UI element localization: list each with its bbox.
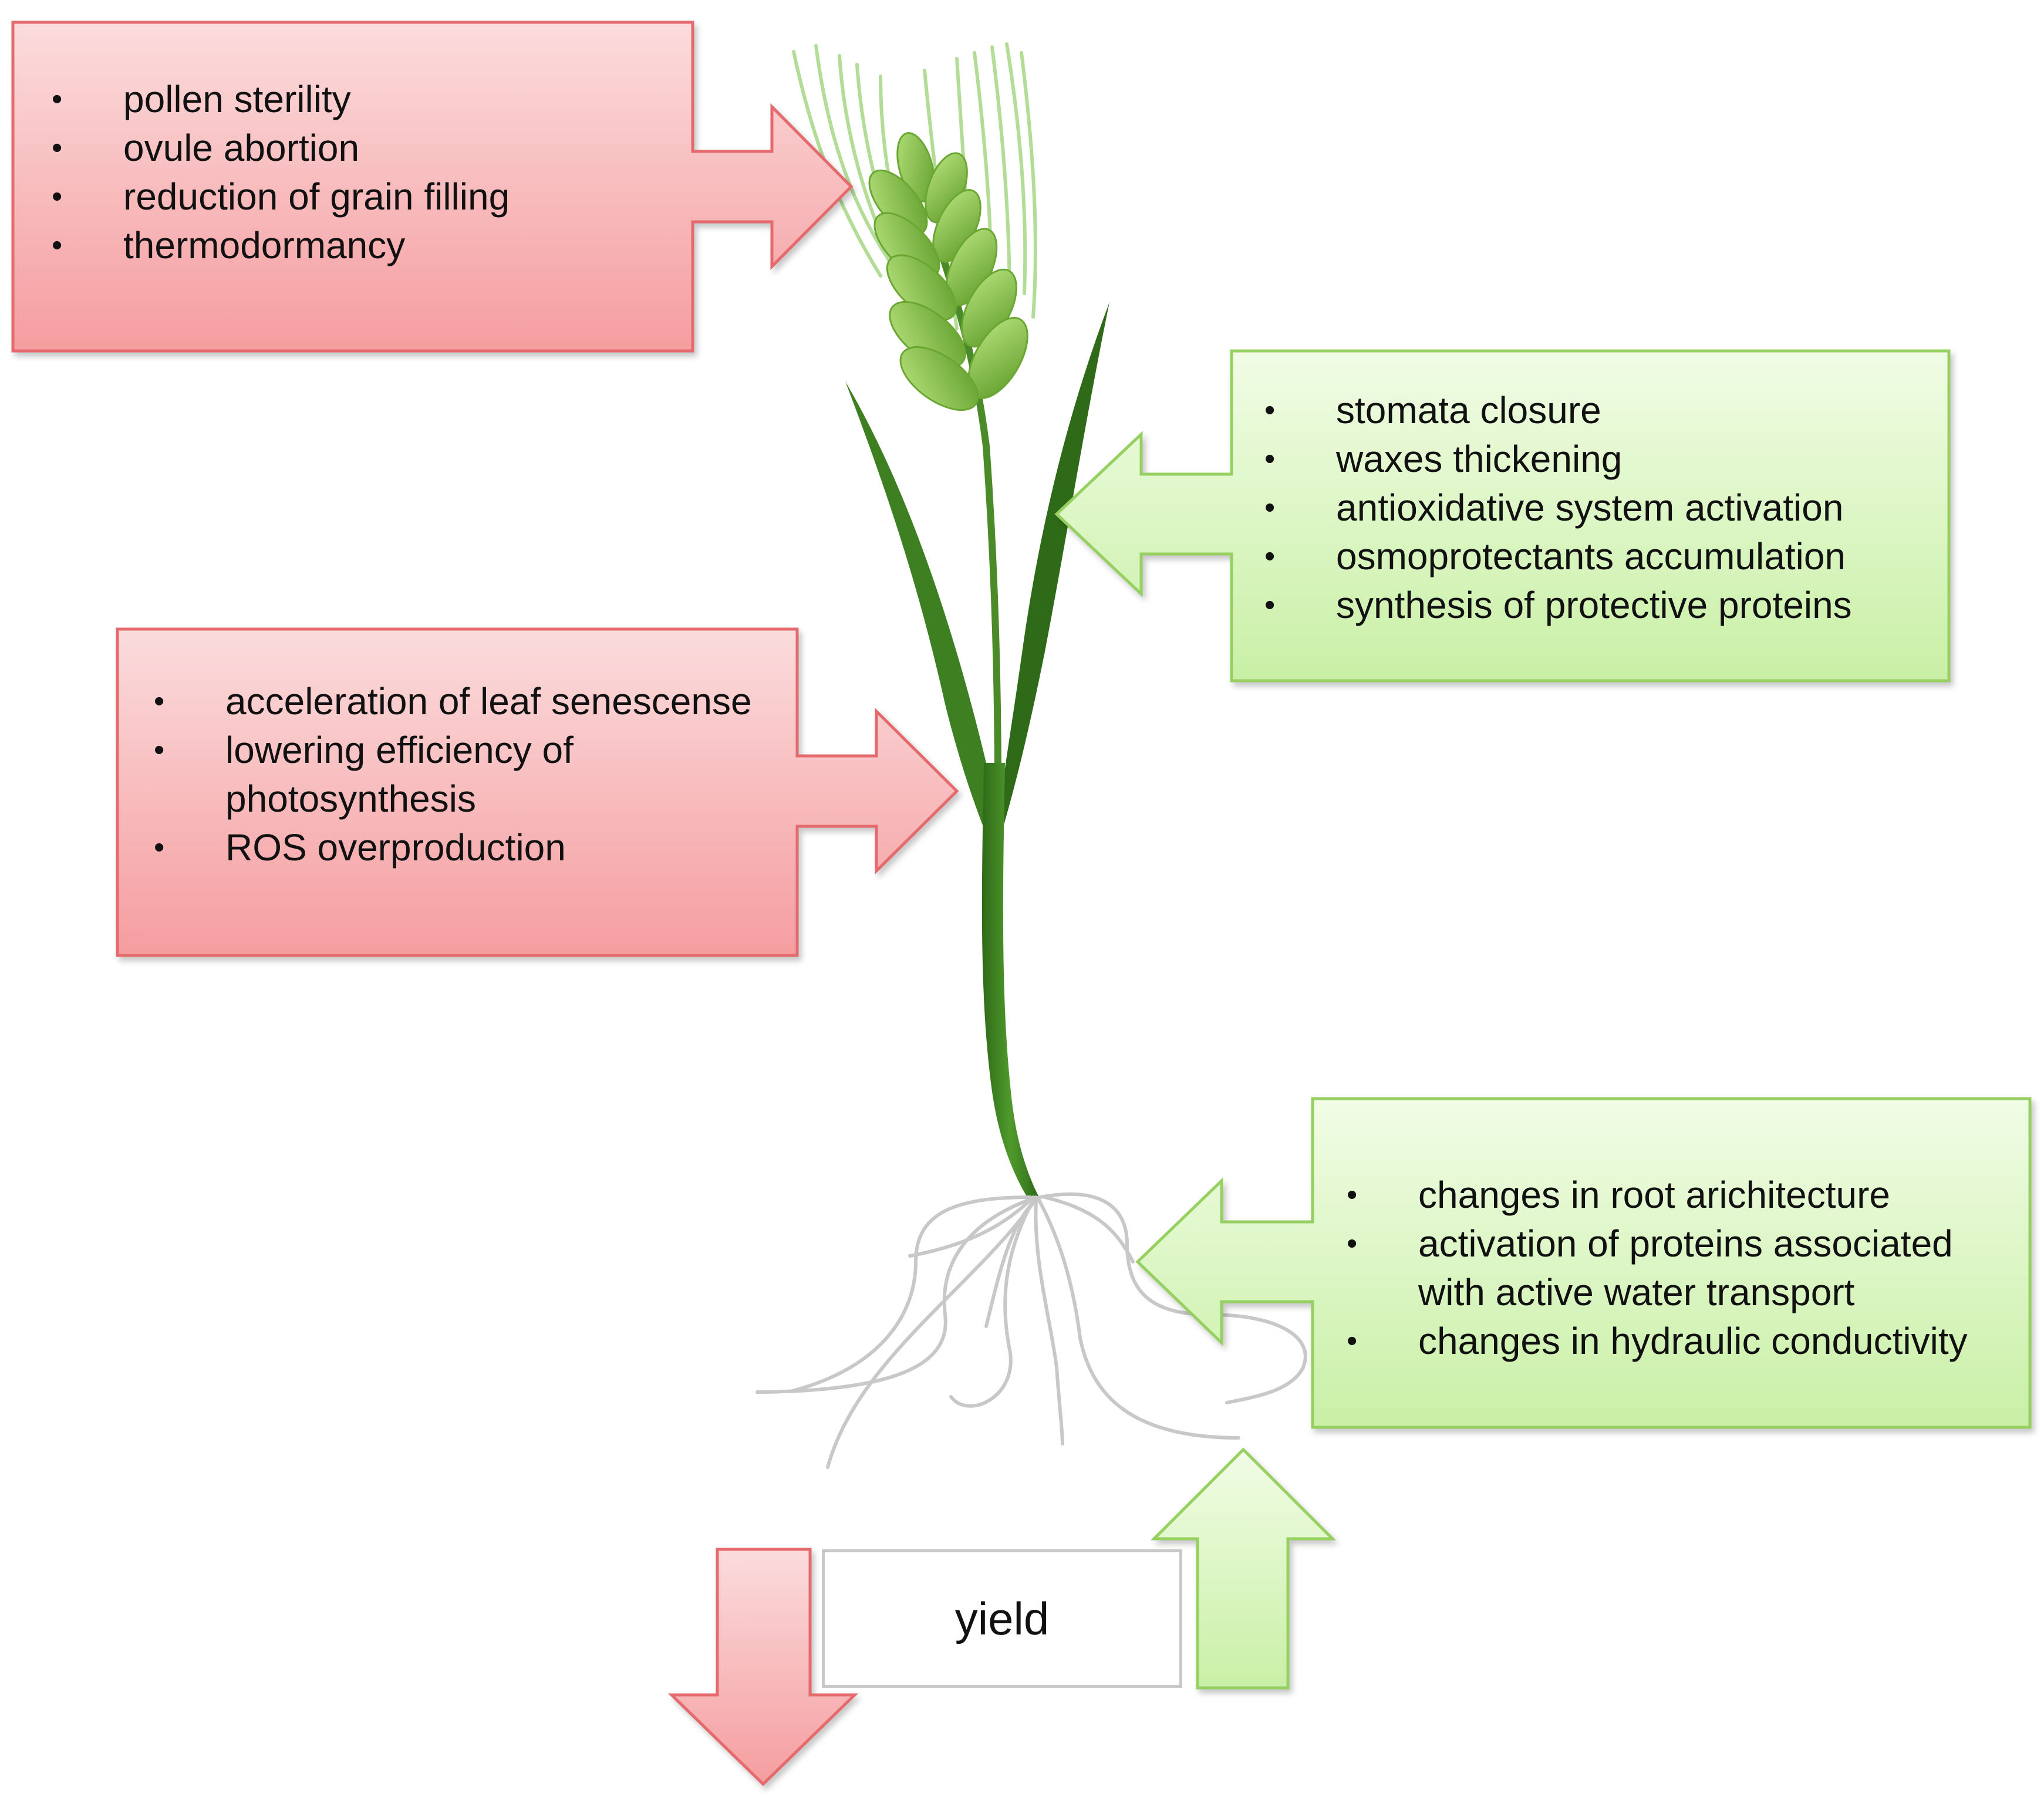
list-item: thermodormancy bbox=[15, 221, 661, 270]
list-item: ROS overproduction bbox=[117, 823, 822, 872]
list-item: reduction of grain filling bbox=[15, 173, 661, 221]
stomata-responses-list: stomata closure waxes thickening antioxi… bbox=[1228, 386, 1956, 630]
list-item: synthesis of protective proteins bbox=[1228, 581, 1956, 630]
list-item: antioxidative system activation bbox=[1228, 484, 1956, 532]
list-item-continuation: with active water transport bbox=[1418, 1271, 1855, 1313]
callout-leaf: acceleration of leaf senescense lowering… bbox=[117, 677, 822, 872]
list-item: activation of proteins associated bbox=[1310, 1220, 2038, 1268]
leaf-left bbox=[845, 381, 998, 863]
list-item: changes in root arichitecture bbox=[1310, 1171, 2038, 1220]
list-item: lowering efficiency of bbox=[117, 726, 822, 775]
grains bbox=[868, 132, 1028, 411]
list-item: stomata closure bbox=[1228, 386, 1956, 435]
list-item: acceleration of leaf senescense bbox=[117, 677, 822, 726]
list-item: ovule abortion bbox=[15, 124, 661, 173]
callout-root: changes in root arichitecture activation… bbox=[1310, 1171, 2038, 1366]
yield-box: yield bbox=[822, 1549, 1182, 1688]
yield-down-arrow bbox=[667, 1548, 859, 1786]
leaf-right bbox=[992, 302, 1109, 863]
callout-stomata: stomata closure waxes thickening antioxi… bbox=[1228, 386, 1956, 630]
list-item: waxes thickening bbox=[1228, 435, 1956, 484]
wheat-plant-icon bbox=[755, 42, 1307, 1469]
yield-up-arrow bbox=[1150, 1447, 1337, 1690]
list-item: osmoprotectants accumulation bbox=[1228, 532, 1956, 581]
yield-label: yield bbox=[954, 1592, 1050, 1644]
root-responses-list: changes in root arichitecture activation… bbox=[1310, 1171, 2038, 1366]
callout-ear: pollen sterility ovule abortion reductio… bbox=[15, 75, 661, 270]
ear-effects-list: pollen sterility ovule abortion reductio… bbox=[15, 75, 661, 270]
list-item-continuation: photosynthesis bbox=[225, 778, 476, 820]
list-item: changes in hydraulic conductivity bbox=[1310, 1317, 2038, 1366]
list-item: pollen sterility bbox=[15, 75, 661, 124]
leaf-effects-list: acceleration of leaf senescense lowering… bbox=[117, 677, 822, 872]
stem bbox=[981, 763, 1039, 1197]
